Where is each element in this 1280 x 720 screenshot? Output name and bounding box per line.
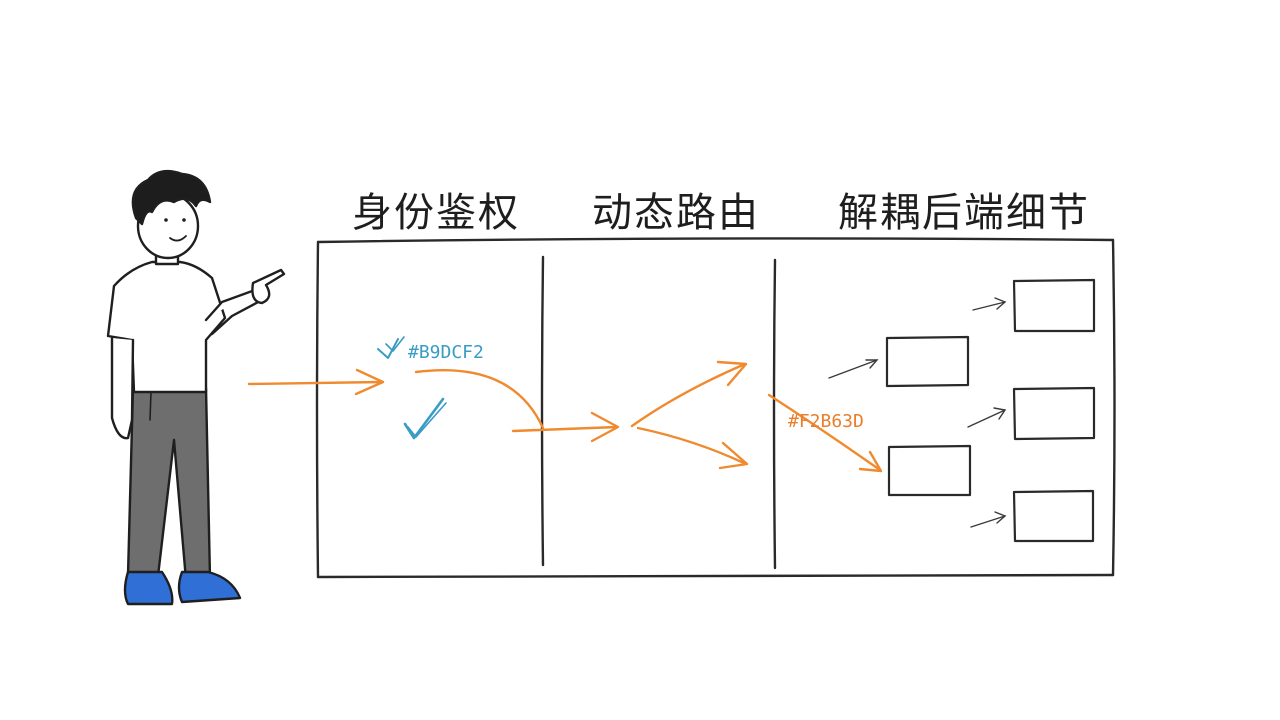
large-check-icon — [403, 397, 445, 440]
stage-title-auth: 身份鉴权 — [352, 190, 520, 236]
backend-box-2 — [887, 444, 972, 497]
hair — [131, 169, 212, 226]
entry-arrow — [247, 380, 384, 386]
person-figure — [106, 169, 286, 606]
gateway-frame — [315, 237, 1116, 579]
pants — [126, 386, 212, 582]
shirt — [106, 260, 227, 394]
routing-arrow — [511, 425, 619, 433]
fork-up — [630, 362, 747, 428]
auth-curve — [414, 369, 545, 430]
decouple-arrow — [767, 393, 882, 472]
right-shoe — [177, 570, 242, 604]
blue-code-label: #B9DCF2 — [408, 342, 484, 363]
divider-1 — [540, 255, 545, 567]
backend-box-4 — [1012, 386, 1096, 441]
backend-box-3 — [1012, 278, 1096, 333]
divider-2 — [772, 258, 777, 570]
small-check-icon — [377, 338, 399, 359]
backend-pointers — [828, 297, 1007, 528]
left-shoe — [123, 570, 174, 606]
left-arm — [110, 336, 135, 440]
stage-title-routing: 动态路由 — [592, 190, 760, 236]
backend-box-1 — [885, 335, 970, 388]
backend-boxes — [885, 278, 1096, 543]
check-icons — [377, 336, 447, 440]
stage-title-decouple: 解耦后端细节 — [838, 190, 1090, 236]
backend-box-5 — [1012, 489, 1095, 543]
fork-down — [636, 426, 748, 466]
pointing-hand — [251, 268, 286, 305]
flow-arrows — [247, 360, 883, 473]
orange-code-label: #F2B63D — [788, 411, 864, 432]
